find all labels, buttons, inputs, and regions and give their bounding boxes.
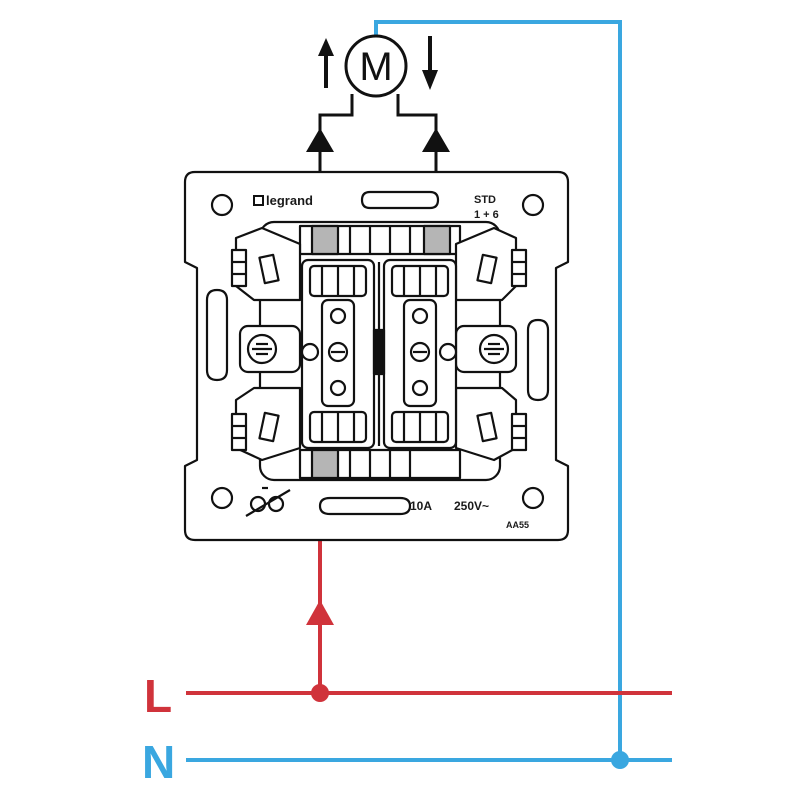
mount-hole-tl [210,193,234,217]
motor-icon [344,34,408,98]
feed-right-arrow-icon [422,128,450,152]
down-arrow-icon [422,36,438,90]
model-code: AA55 [506,520,529,530]
neutral-junction [611,751,629,769]
rating-voltage: 250V~ [454,499,489,513]
line-junction [311,684,329,702]
model-label: STD [474,194,496,206]
neutral-label: N [142,736,175,788]
slot-bottom [318,496,412,516]
slot-right [526,318,550,402]
padlock-symbol-icon [245,486,291,517]
terminal-bottom-left [310,448,340,480]
mount-hole-br [521,486,545,510]
line-label: L [144,670,172,722]
model-suffix: 1 + 6 [474,209,499,221]
mount-hole-bl [210,486,234,510]
switch-mechanism [183,170,570,542]
mount-hole-tr [521,193,545,217]
slot-left [205,288,229,382]
rating-current: 10A [410,499,432,513]
terminal-top-left [310,224,340,256]
motor-symbol: M [359,45,392,89]
brand-name: legrand [266,193,313,208]
slot-top [360,190,440,210]
motor-feed-wires [318,94,438,220]
feed-left-arrow-icon [306,128,334,152]
up-arrow-icon [318,38,334,88]
terminal-top-right [422,224,452,256]
line-up-arrow-icon [306,600,334,625]
brand-logo-icon [253,195,264,206]
